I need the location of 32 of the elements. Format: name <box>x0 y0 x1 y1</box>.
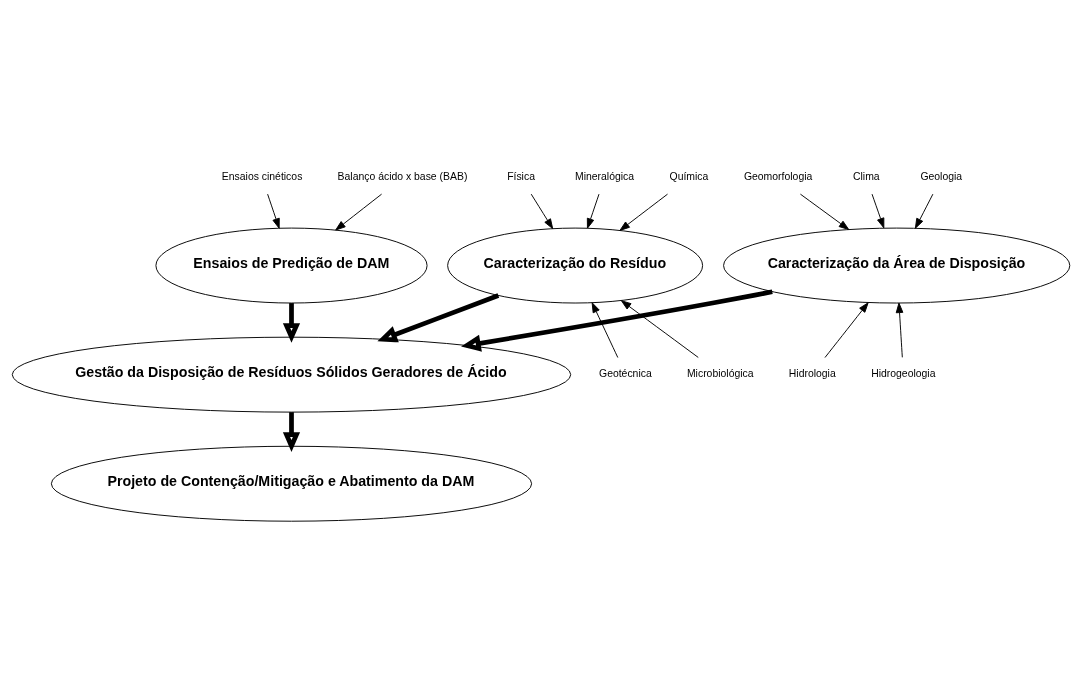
arrow <box>824 301 869 358</box>
node-ellipse: Projeto de Contenção/Mitigação e Abatimento da DAM <box>50 445 533 522</box>
arrow <box>267 193 280 229</box>
node-text: Hidrogeologia <box>871 367 936 379</box>
arrow <box>530 193 554 229</box>
arrow <box>914 193 934 229</box>
node-text: Geologia <box>920 170 963 182</box>
arrow <box>335 193 383 230</box>
node-text: Ensaios cinéticos <box>221 170 303 182</box>
arrow <box>895 302 904 358</box>
arrow <box>619 193 668 231</box>
arrow <box>461 288 773 352</box>
node-ellipse: Caracterização do Resíduo <box>447 227 704 303</box>
node-text: Clima <box>853 170 880 182</box>
arrow <box>620 299 699 358</box>
arrow <box>377 292 500 342</box>
node-text: Química <box>669 170 709 182</box>
arrow <box>799 193 850 230</box>
arrow <box>586 193 600 229</box>
node-text: Balanço ácido x base (BAB) <box>337 170 468 182</box>
arrow <box>871 193 885 228</box>
node-ellipse: Ensaios de Predição de DAM <box>155 227 428 303</box>
arrow <box>591 301 619 358</box>
arrow <box>282 411 301 452</box>
node-text: Geotécnica <box>599 367 652 379</box>
node-text: Física <box>507 170 535 182</box>
node-text: Mineralógica <box>574 170 635 182</box>
node-text: Geomorfologia <box>743 170 813 182</box>
node-text: Hidrologia <box>788 367 836 379</box>
node-text: Microbiológica <box>686 367 754 379</box>
node-ellipse: Caracterização da Área de Disposição <box>723 227 1071 303</box>
arrow <box>282 302 301 343</box>
